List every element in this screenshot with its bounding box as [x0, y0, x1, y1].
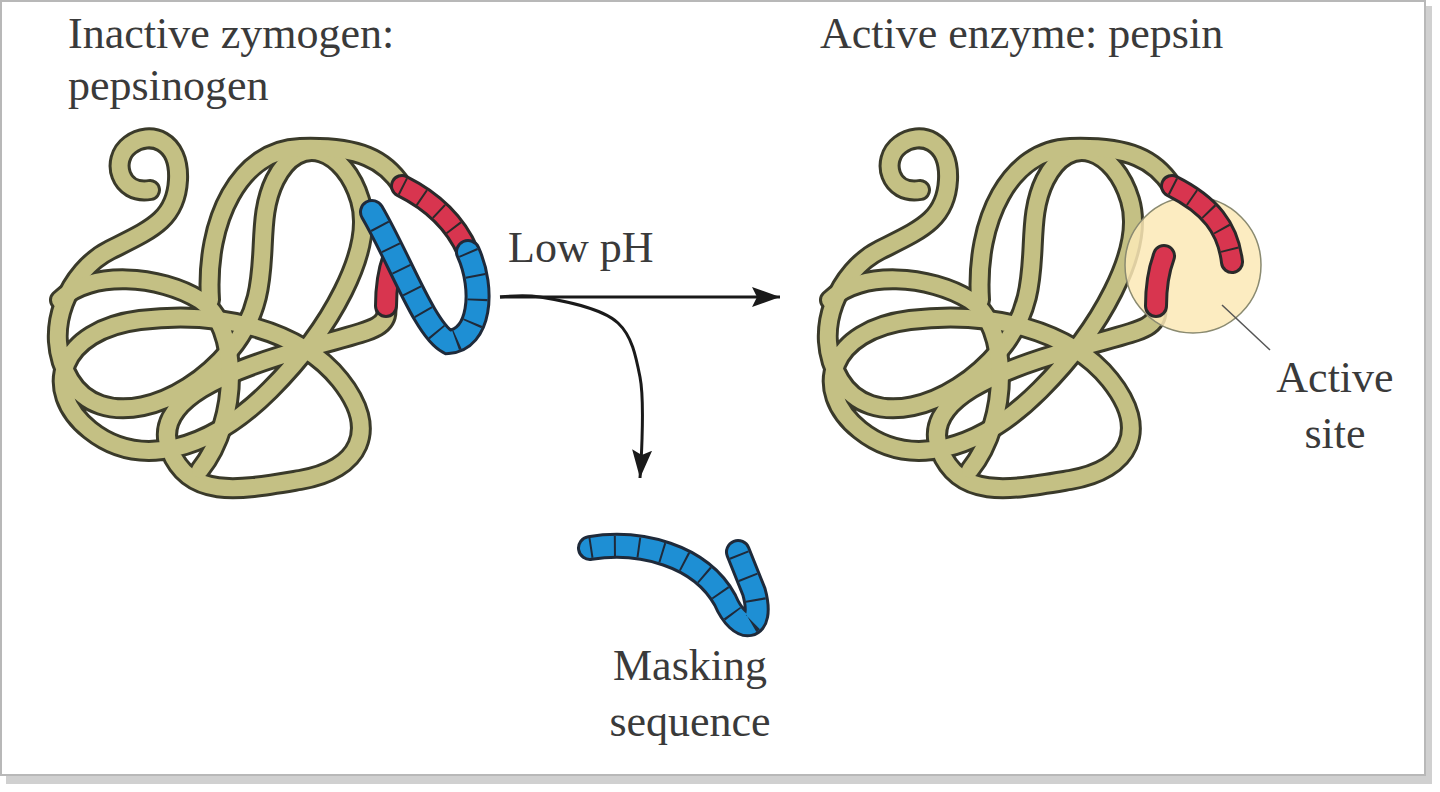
- reaction-arrow: [500, 296, 642, 478]
- zymogen-node: Inactive zymogen: pepsinogen: [10, 0, 500, 540]
- node-heading: Active enzyme: pepsin: [820, 8, 1320, 60]
- masking-segment: [372, 212, 478, 342]
- tube-fill: [828, 138, 1172, 488]
- tube-fill: [58, 138, 402, 488]
- pepsin-protein: [828, 138, 1261, 488]
- node-heading: Inactive zymogen: pepsinogen: [68, 8, 488, 112]
- node-heading: Masking sequence: [580, 638, 800, 750]
- pepsinogen-protein: [58, 138, 478, 488]
- masking-sequence-fragment: [590, 546, 757, 624]
- condition-label: Low pH: [508, 222, 653, 273]
- tube-outline: [828, 138, 1172, 488]
- fragment-node: Masking sequence: [570, 478, 810, 760]
- enzyme-node: Active enzyme: pepsin: [780, 0, 1280, 540]
- callout-label: Active site: [1255, 350, 1415, 462]
- red-segment: [1156, 186, 1232, 306]
- tube-outline: [58, 138, 402, 488]
- frame: [1, 1, 1425, 775]
- reaction-arrow: [500, 296, 780, 299]
- leader-line: [1222, 305, 1270, 350]
